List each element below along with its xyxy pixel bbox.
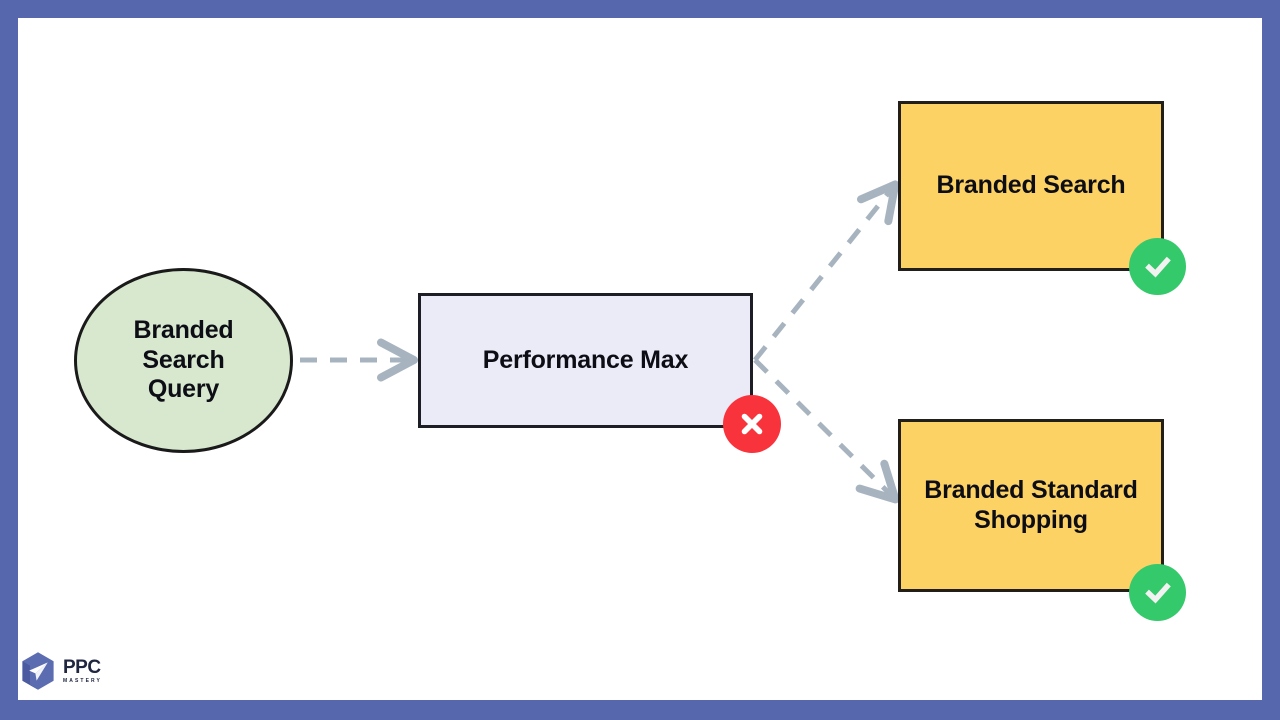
node-performance-max-label: Performance Max [482, 345, 689, 374]
node-branded-standard-shopping-label: Branded Standard Shopping [924, 476, 1138, 534]
cross-icon [741, 413, 763, 435]
slide-canvas: Branded Search Query Performance Max Bra… [18, 18, 1262, 700]
node-branded-search[interactable]: Branded Search [898, 101, 1164, 271]
status-badge-ok-branded-standard-shopping [1129, 564, 1186, 621]
node-branded-search-label: Branded Search [936, 171, 1126, 200]
brand-logo-subtitle: MASTERY [63, 678, 102, 684]
check-icon [1144, 582, 1171, 603]
brand-logo-wordmark: PPC MASTERY [63, 658, 102, 684]
node-performance-max[interactable]: Performance Max [418, 293, 753, 428]
status-badge-error-performance-max [723, 395, 781, 453]
node-branded-standard-shopping[interactable]: Branded Standard Shopping [898, 419, 1164, 592]
edge-pmax-to-branded-search [753, 180, 900, 362]
node-branded-search-query[interactable]: Branded Search Query [74, 268, 293, 453]
status-badge-ok-branded-search [1129, 238, 1186, 295]
brand-logo-title: PPC [63, 657, 101, 678]
check-icon [1144, 256, 1171, 277]
brand-logo: PPC MASTERY [20, 648, 120, 694]
paper-plane-hexagon-icon [22, 652, 54, 690]
node-branded-search-query-label: Branded Search Query [133, 316, 234, 404]
